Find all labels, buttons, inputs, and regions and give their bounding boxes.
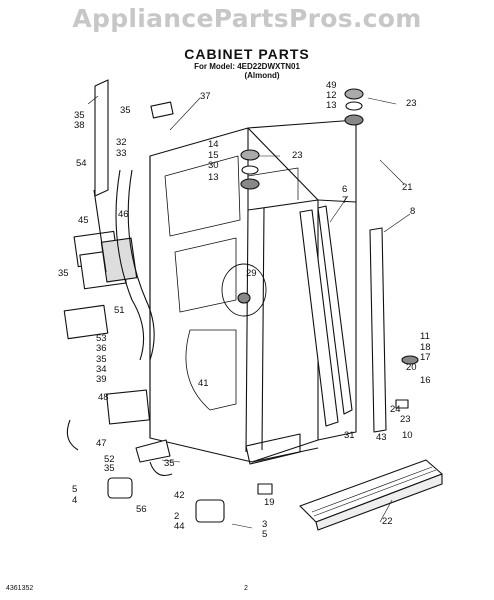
callout-17: 17 <box>420 352 431 363</box>
callout-42: 42 <box>174 490 185 501</box>
callout-10: 10 <box>402 430 413 441</box>
callout-23: 23 <box>400 414 411 425</box>
callout-24: 24 <box>390 404 401 415</box>
callout-38: 38 <box>74 120 85 131</box>
page-number: 2 <box>244 585 248 592</box>
callout-7: 7 <box>342 195 347 206</box>
callout-49: 49 <box>326 80 337 91</box>
callout-13: 13 <box>326 100 337 111</box>
callout-21: 21 <box>402 182 413 193</box>
callout-43: 43 <box>376 432 387 443</box>
callout-35: 35 <box>96 354 107 365</box>
callout-48: 48 <box>98 392 109 403</box>
color-line: (Almond) <box>244 71 280 80</box>
callout-18: 18 <box>420 342 431 353</box>
callout-16: 16 <box>420 375 431 386</box>
callout-35: 35 <box>74 110 85 121</box>
callout-2: 2 <box>174 511 179 522</box>
callout-34: 34 <box>96 364 107 375</box>
cabinet-shell <box>149 119 357 465</box>
left-assemblies <box>63 169 155 451</box>
callout-23: 23 <box>406 98 417 109</box>
callout-30: 30 <box>208 160 219 171</box>
leader-lines <box>87 95 411 529</box>
callout-20: 20 <box>406 362 417 373</box>
callout-19: 19 <box>264 497 275 508</box>
callout-35: 35 <box>58 268 69 279</box>
callout-37: 37 <box>200 91 211 102</box>
watermark: AppliancePartsPros.com <box>72 4 422 33</box>
callout-35: 35 <box>164 458 175 469</box>
callout-3: 3 <box>262 519 267 530</box>
model-line: For Model: 4ED22DWXTN01 <box>194 62 300 71</box>
callout-labels: 3538373554323345463551533635343948475235… <box>58 80 431 540</box>
callout-52: 52 <box>104 454 115 465</box>
document-number: 4361352 <box>6 585 34 592</box>
callout-33: 33 <box>116 148 127 159</box>
callout-44: 44 <box>174 521 185 532</box>
callout-6: 6 <box>342 184 347 195</box>
callout-39: 39 <box>96 374 107 385</box>
callout-5: 5 <box>262 529 267 540</box>
callout-36: 36 <box>96 343 107 354</box>
callout-11: 11 <box>420 331 430 342</box>
callout-41: 41 <box>198 378 209 389</box>
callout-46: 46 <box>118 209 129 220</box>
hinge-parts <box>150 88 419 409</box>
callout-15: 15 <box>208 150 219 161</box>
callout-14: 14 <box>208 139 219 150</box>
callout-29: 29 <box>246 268 257 279</box>
trim-strips <box>94 79 387 433</box>
callout-31: 31 <box>344 430 355 441</box>
callout-45: 45 <box>78 215 89 226</box>
lower-hardware <box>107 439 273 523</box>
callout-51: 51 <box>114 305 125 316</box>
callout-13: 13 <box>208 172 219 183</box>
callout-47: 47 <box>96 438 107 449</box>
callout-35: 35 <box>104 463 115 474</box>
callout-56: 56 <box>136 504 147 515</box>
callout-4: 4 <box>72 495 77 506</box>
callout-35: 35 <box>120 105 131 116</box>
page-title: CABINET PARTS <box>184 46 310 62</box>
callout-23: 23 <box>292 150 303 161</box>
callout-32: 32 <box>116 137 127 148</box>
callout-12: 12 <box>326 90 337 101</box>
callout-5: 5 <box>72 484 77 495</box>
toe-grille <box>299 459 443 531</box>
callout-22: 22 <box>382 516 393 527</box>
callout-8: 8 <box>410 206 415 217</box>
callout-54: 54 <box>76 158 87 169</box>
callout-53: 53 <box>96 333 107 344</box>
